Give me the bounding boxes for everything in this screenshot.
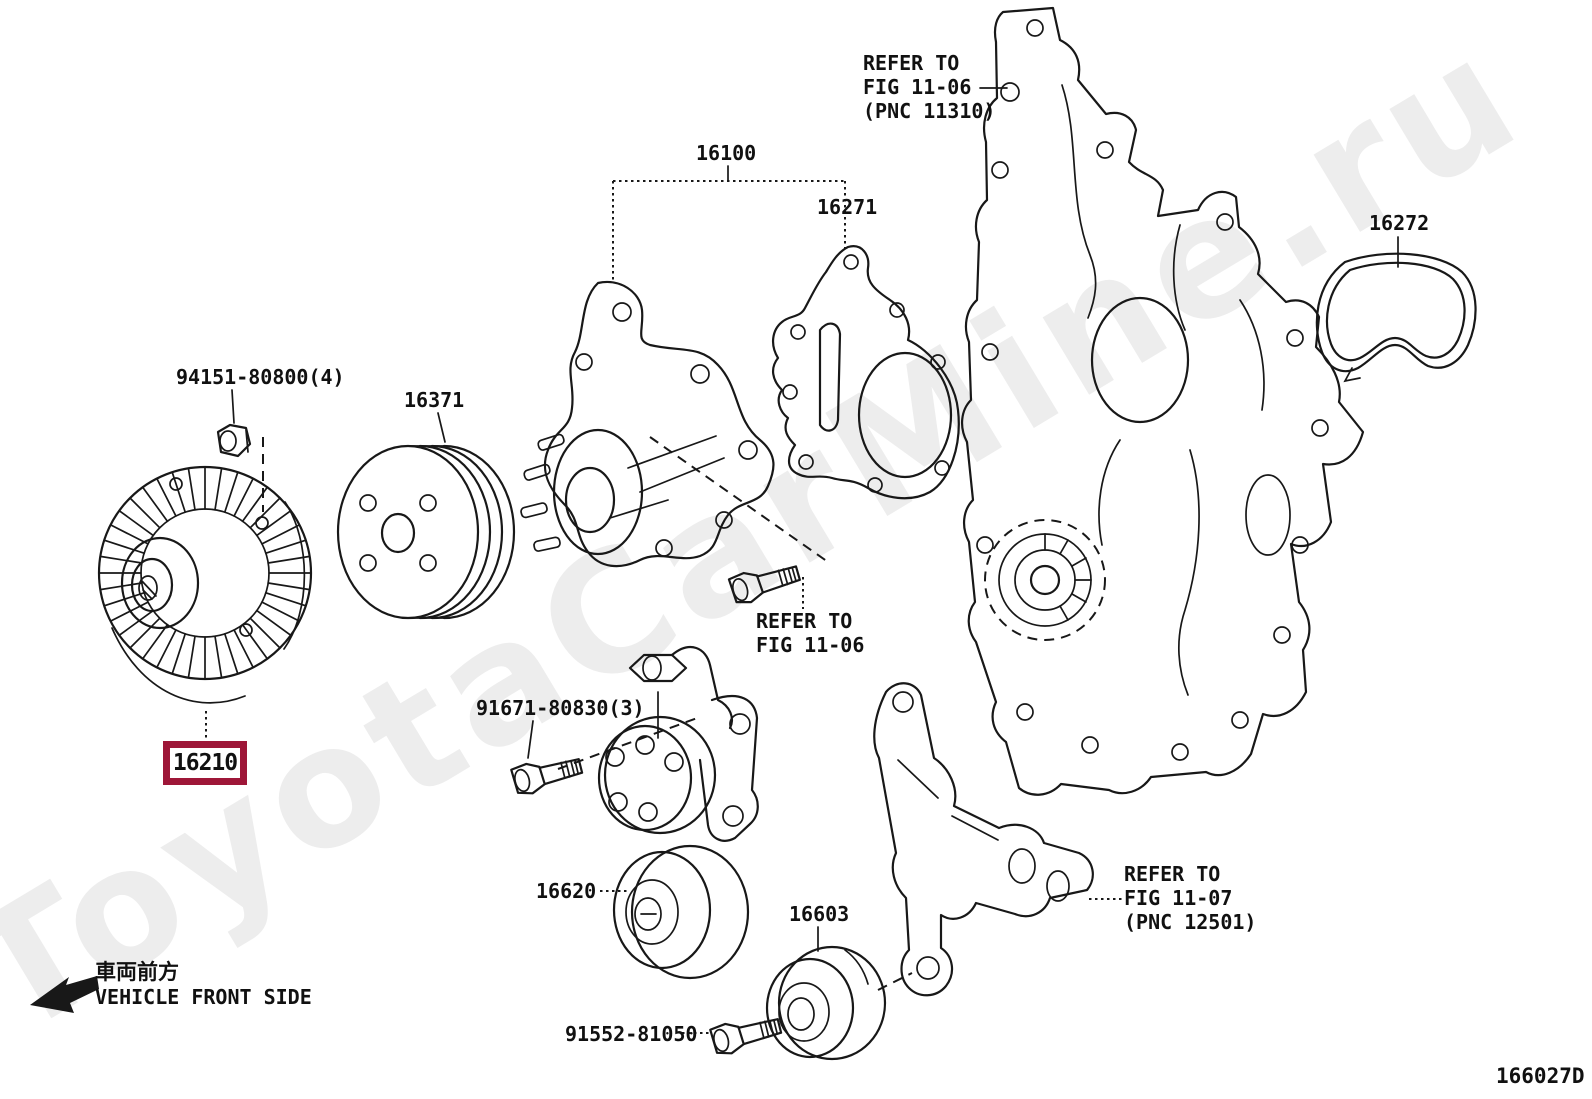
nut-94151-drawing	[216, 423, 252, 458]
refer-note-fig1107-pnc12501[interactable]: REFER TO FIG 11-07 (PNC 12501)	[1124, 862, 1257, 934]
idler-pulley-drawing	[765, 945, 887, 1061]
fan-clutch-drawing	[97, 465, 313, 704]
part-number-16100[interactable]: 16100	[696, 141, 757, 165]
bolt-91671-drawing	[510, 758, 584, 795]
part-number-91671-80830[interactable]: 91671-80830(3)	[476, 696, 645, 720]
vehicle-front-label-en: VEHICLE FRONT SIDE	[95, 985, 312, 1009]
vehicle-front-arrow	[30, 976, 99, 1013]
part-number-91552-81050[interactable]: 91552-81050	[565, 1022, 698, 1046]
bolt-fig1106-drawing	[727, 565, 801, 604]
timing-cover-drawing	[961, 6, 1365, 796]
part-number-16271[interactable]: 16271	[817, 195, 878, 219]
highlighted-part-number-16210[interactable]: 16210	[163, 741, 247, 785]
part-number-94151-80800[interactable]: 94151-80800(4)	[176, 365, 345, 389]
fan-clutch-fins	[98, 466, 312, 680]
gasket-16271-drawing	[772, 245, 960, 500]
figure-doc-number: 166027D	[1496, 1064, 1585, 1088]
water-pump-drawing	[520, 280, 775, 568]
part-number-16371[interactable]: 16371	[404, 388, 465, 412]
part-number-16272[interactable]: 16272	[1369, 211, 1430, 235]
gasket-16272-drawing	[1315, 252, 1477, 383]
bracket-drawing	[873, 682, 1094, 997]
leader-lines-dotted	[205, 180, 1122, 1034]
bolt-91552-drawing	[709, 1018, 783, 1055]
leader-lines-solid	[231, 87, 1399, 952]
part-number-16603[interactable]: 16603	[789, 902, 850, 926]
vehicle-front-label-jp: 車両前方	[95, 960, 179, 984]
refer-note-fig1106-pnc11310[interactable]: REFER TO FIG 11-06 (PNC 11310)	[863, 51, 996, 123]
tensioner-drawing	[597, 645, 759, 980]
part-number-16620[interactable]: 16620	[536, 879, 597, 903]
pulley-16371-drawing	[336, 444, 516, 620]
refer-note-fig1106[interactable]: REFER TO FIG 11-06	[756, 609, 865, 657]
